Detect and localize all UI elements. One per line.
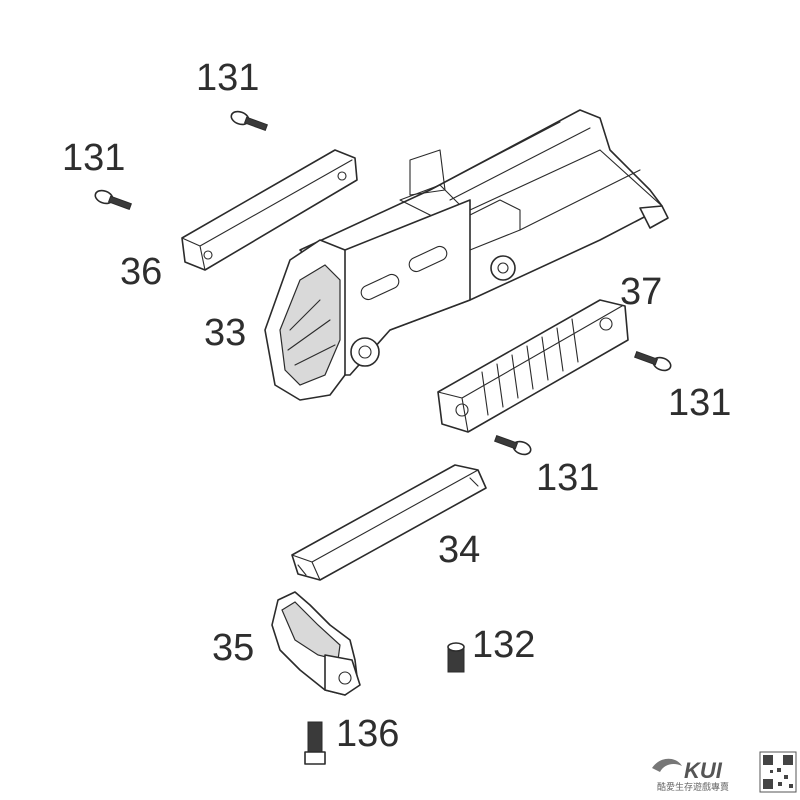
- label-screw-right: 131: [668, 382, 731, 424]
- label-housing: 33: [204, 312, 246, 354]
- screw-131-right: [634, 350, 672, 372]
- label-rail-bottom: 34: [438, 529, 480, 571]
- label-screw-top: 131: [196, 57, 259, 99]
- front-clip: [271, 591, 361, 696]
- brand-tagline: 酷愛生存遊戲專賣: [657, 781, 729, 793]
- handguard-housing: [264, 109, 669, 401]
- brand-logo: KUI 酷愛生存遊戲專賣: [652, 758, 729, 793]
- screw-131-top: [230, 110, 268, 132]
- bottom-rail: [291, 464, 487, 581]
- label-rail-side: 37: [620, 271, 662, 313]
- label-set-screw: 132: [472, 624, 535, 666]
- bolt-136: [304, 721, 326, 765]
- screw-131-lower: [494, 434, 532, 456]
- screw-131-left: [94, 189, 132, 211]
- brand-name: KUI: [684, 758, 723, 783]
- side-rail: [437, 299, 629, 433]
- qr-code: [759, 751, 797, 793]
- label-screw-lower: 131: [536, 457, 599, 499]
- top-rail: [181, 149, 358, 271]
- label-clip: 35: [212, 627, 254, 669]
- label-bolt: 136: [336, 713, 399, 755]
- set-screw-132: [447, 642, 465, 673]
- label-rail-top: 36: [120, 251, 162, 293]
- label-screw-left: 131: [62, 137, 125, 179]
